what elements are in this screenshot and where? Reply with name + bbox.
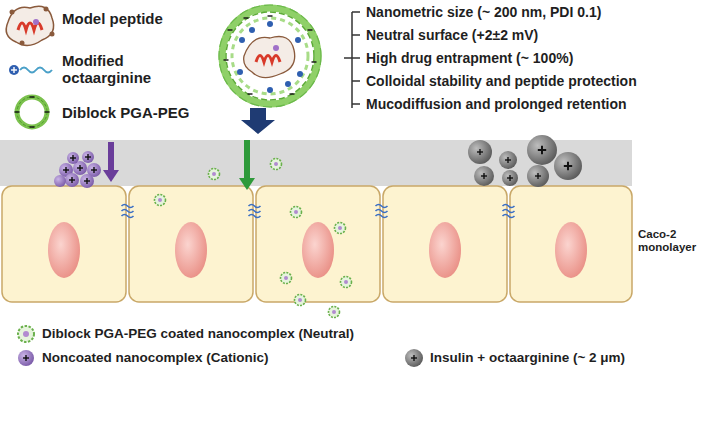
peptide-icon <box>6 6 54 45</box>
property-text: Neutral surface (+2±2 mV) <box>366 27 538 43</box>
octaarginine-icon <box>9 65 52 75</box>
legend-text: Modified octaarginine <box>62 52 172 87</box>
cell-monolayer <box>2 186 632 302</box>
coated-nanocomplex-icon <box>18 326 34 342</box>
pga-peg-icon <box>15 97 50 127</box>
legend-text: Diblock PGA-PEG <box>62 104 190 121</box>
cationic-cluster <box>54 142 119 188</box>
nanocomplex <box>219 5 321 107</box>
coated-particles <box>155 140 352 318</box>
legend-text: Model peptide <box>62 10 163 27</box>
property-text: Colloidal stability and peptide protecti… <box>366 73 637 89</box>
cell-label: Caco-2 monolayer <box>638 228 704 254</box>
property-text: Mucodiffusion and prolonged retention <box>366 96 627 112</box>
legend-text: Noncoated nanocomplex (Cationic) <box>42 350 269 366</box>
aggregate-icon <box>405 349 423 367</box>
large-aggregates <box>468 135 582 187</box>
legend-text: Insulin + octaarginine (~ 2 μm) <box>430 350 625 366</box>
property-text: Nanometric size (~ 200 nm, PDI 0.1) <box>366 4 601 20</box>
legend-text: Diblock PGA-PEG coated nanocomplex (Neut… <box>42 326 354 342</box>
property-text: High drug entrapment (~ 100%) <box>366 50 573 66</box>
down-arrow <box>241 108 275 134</box>
cationic-nanocomplex-icon <box>18 350 34 366</box>
bracket <box>344 12 360 108</box>
